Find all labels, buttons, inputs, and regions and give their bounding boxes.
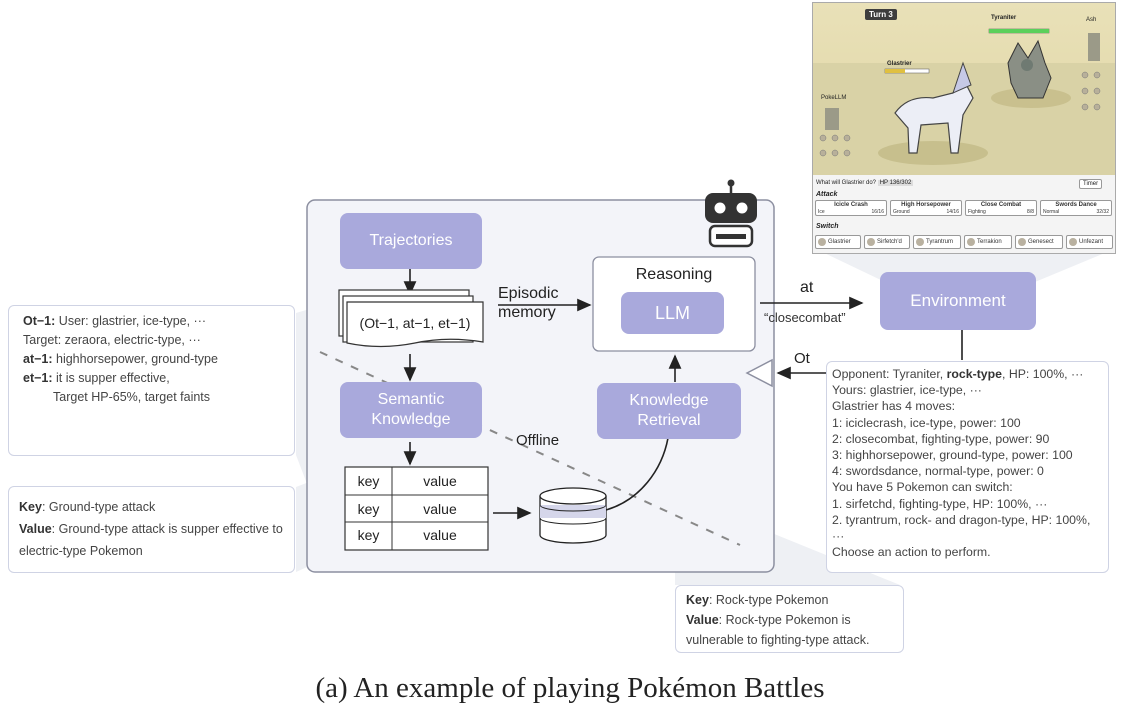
- obs-line: Opponent: Tyraniter, rock-type, HP: 100%…: [832, 367, 1084, 381]
- battle-prompt: What will Glastrier do? HP 136/302: [816, 180, 914, 186]
- battle-field: Turn 3 Tyraniter Ash PokeLLM Glastrier: [813, 3, 1115, 175]
- observation-note: Opponent: Tyraniter, rock-type, HP: 100%…: [826, 361, 1109, 573]
- move-button[interactable]: Close Combat Fighting 8/8: [965, 200, 1037, 216]
- move-button[interactable]: Icicle Crash Ice 16/16: [815, 200, 887, 216]
- trajectory-stack: [338, 289, 484, 348]
- switch-button[interactable]: Tyrantrum: [913, 235, 961, 249]
- note-line: at−1: highhorsepower, ground-type: [23, 352, 218, 366]
- switch-button[interactable]: Terrakion: [964, 235, 1012, 249]
- obs-line: ···: [832, 529, 845, 544]
- obs-line: 2: closecombat, fighting-type, power: 90: [832, 431, 1050, 446]
- obs-line: Choose an action to perform.: [832, 545, 991, 560]
- obs-line: 3: highhorsepower, ground-type, power: 1…: [832, 448, 1073, 463]
- move-type: Normal: [1043, 209, 1060, 215]
- obs-line: You have 5 Pokemon can switch:: [832, 480, 1013, 495]
- table-cell-key: key: [357, 527, 380, 543]
- switch-button[interactable]: Sirfetch'd: [864, 235, 910, 249]
- trajectory-tuple: (Ot−1, at−1, et−1): [359, 315, 471, 331]
- knowledge-retrieval-box: Knowledge Retrieval: [597, 383, 741, 439]
- move-pp: 8/8: [1027, 209, 1034, 215]
- table-cell-value: value: [423, 527, 457, 543]
- retrieval-label-1: Knowledge: [629, 392, 709, 409]
- opponent-name: Tyraniter: [991, 15, 1017, 21]
- move-name: High Horsepower: [901, 202, 951, 208]
- battle-screenshot: Turn 3 Tyraniter Ash PokeLLM Glastrier W…: [812, 2, 1116, 254]
- obs-line: 1: iciclecrash, ice-type, power: 100: [832, 415, 1021, 430]
- robot-icon: [705, 179, 757, 248]
- semantic-label-2: Knowledge: [371, 411, 451, 428]
- llm-label: LLM: [654, 303, 690, 323]
- note-key-line: Key: Rock-type Pokemon: [686, 593, 829, 607]
- kv-table: [344, 466, 489, 551]
- table-cell-value: value: [423, 501, 457, 517]
- switch-button[interactable]: Genesect: [1015, 235, 1063, 249]
- llm-box: LLM: [621, 292, 724, 334]
- episodic-line-1: Episodic: [498, 285, 559, 302]
- figure-caption: (a) An example of playing Pokémon Battle…: [315, 672, 825, 704]
- glastrier-sprite: [894, 61, 974, 154]
- obs-line: Yours: glastrier, ice-type, ···: [832, 383, 982, 398]
- episodic-memory-label: Episodic memory: [498, 284, 558, 322]
- note-value-line: Value: Ground-type attack is supper effe…: [19, 522, 283, 558]
- opponent-trainer: Ash: [1086, 17, 1097, 23]
- move-name: Swords Dance: [1055, 202, 1097, 208]
- episodic-line-2: memory: [498, 304, 556, 321]
- move-pp: 14/16: [946, 209, 959, 215]
- move-type: Fighting: [968, 209, 986, 215]
- obs-line: Glastrier has 4 moves:: [832, 399, 956, 414]
- move-pp: 16/16: [871, 209, 884, 215]
- table-cell-key: key: [357, 501, 380, 517]
- tyranitar-sprite: [1007, 39, 1052, 99]
- obs-line: 1. sirfetchd, fighting-type, HP: 100%, ·…: [832, 496, 1048, 511]
- move-button[interactable]: High Horsepower Ground 14/16: [890, 200, 962, 216]
- note-line: Ot−1: User: glastrier, ice-type, ···: [23, 314, 207, 328]
- trajectory-example-note: Ot−1: User: glastrier, ice-type, ··· Tar…: [8, 305, 295, 456]
- active-pokemon-name: Glastrier: [887, 61, 912, 67]
- table-header-key: key: [357, 473, 380, 489]
- note-line: Target HP-65%, target faints: [53, 390, 211, 404]
- switch-button[interactable]: Unfezant: [1066, 235, 1113, 249]
- obs-line: 2. tyrantrum, rock- and dragon-type, HP:…: [832, 512, 1091, 527]
- battle-scene: [813, 28, 1115, 175]
- note-line: Target: zeraora, electric-type, ···: [23, 333, 201, 347]
- panel-input-triangle: [745, 358, 773, 388]
- table-header-value: value: [423, 473, 457, 489]
- environment-label: Environment: [910, 291, 1006, 310]
- move-type: Ground: [893, 209, 910, 215]
- obs-line: 4: swordsdance, normal-type, power: 0: [832, 464, 1044, 479]
- retrieval-label-2: Retrieval: [637, 412, 701, 429]
- move-name: Close Combat: [980, 202, 1022, 208]
- environment-box: Environment: [880, 272, 1036, 330]
- move-name: Icicle Crash: [834, 202, 868, 208]
- semantic-knowledge-box: Semantic Knowledge: [340, 382, 482, 438]
- attack-section-label: Attack: [816, 191, 838, 198]
- player-trainer: PokeLLM: [821, 95, 847, 101]
- switch-button[interactable]: Glastrier: [815, 235, 861, 249]
- reasoning-title: Reasoning: [635, 266, 713, 283]
- timer-button[interactable]: Timer: [1079, 179, 1103, 189]
- observation-symbol: Ot: [794, 350, 810, 367]
- move-button[interactable]: Swords Dance Normal 32/32: [1040, 200, 1112, 216]
- action-symbol: at: [800, 279, 814, 296]
- move-pp: 32/32: [1096, 209, 1109, 215]
- note-line: et−1: it is supper effective,: [23, 371, 170, 385]
- database-icon: [539, 487, 607, 544]
- action-value: “closecombat”: [764, 310, 846, 325]
- retrieved-example-note: Key: Rock-type Pokemon Value: Rock-type …: [675, 585, 904, 653]
- offline-label: Offline: [516, 432, 560, 449]
- trajectories-box: Trajectories: [340, 213, 482, 269]
- semantic-example-note: Key: Ground-type attack Value: Ground-ty…: [8, 486, 295, 573]
- semantic-label-1: Semantic: [377, 391, 445, 408]
- note-value-line: Value: Rock-type Pokemon is vulnerable t…: [686, 613, 870, 647]
- trajectories-label: Trajectories: [369, 232, 453, 249]
- move-type: Ice: [818, 209, 825, 215]
- switch-section-label: Switch: [816, 223, 839, 230]
- turn-indicator: Turn 3: [865, 9, 897, 20]
- note-key-line: Key: Ground-type attack: [19, 500, 156, 514]
